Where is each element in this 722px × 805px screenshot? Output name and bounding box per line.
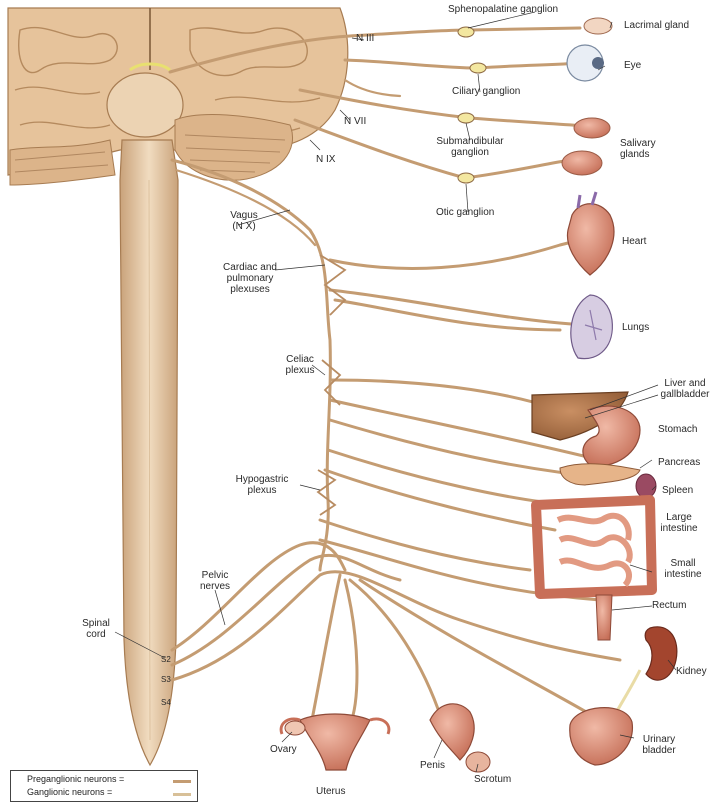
label-stomach: Stomach [658, 424, 697, 435]
salivary-gland-1 [574, 118, 610, 138]
label-lacrimal-gland: Lacrimal gland [624, 20, 689, 31]
label-rectum: Rectum [652, 600, 686, 611]
label-s2: S2 [161, 654, 171, 665]
stomach-shape [583, 406, 640, 466]
label-kidney: Kidney [676, 666, 707, 677]
label-urinary-bladder: Urinary bladder [636, 734, 682, 756]
label-pancreas: Pancreas [658, 457, 700, 468]
legend: Preganglionic neurons = Ganglionic neuro… [10, 770, 198, 802]
label-hypogastric-plexus: Hypogastric plexus [226, 474, 298, 496]
label-n7: N VII [344, 116, 366, 127]
legend-preganglionic: Preganglionic neurons = [27, 774, 124, 784]
label-cardiac-pulmonary-plexuses: Cardiac and pulmonary plexuses [212, 262, 288, 295]
ovary-shape [285, 721, 305, 735]
kidney-shape [645, 627, 677, 680]
ganglia [458, 27, 486, 183]
brain [8, 8, 348, 185]
legend-ganglionic-swatch [173, 793, 191, 796]
legend-preganglionic-swatch [173, 780, 191, 783]
label-spinal-cord: Spinal cord [78, 618, 114, 640]
small-intestine-shape [558, 516, 630, 585]
label-celiac-plexus: Celiac plexus [278, 354, 322, 376]
rectum-shape [596, 595, 612, 640]
salivary-gland-2 [562, 151, 602, 175]
label-small-intestine: Small intestine [654, 558, 712, 580]
label-penis: Penis [420, 760, 445, 771]
label-ciliary-ganglion: Ciliary ganglion [452, 86, 520, 97]
label-vagus: Vagus (N X) [224, 210, 264, 232]
label-otic-ganglion: Otic ganglion [436, 207, 494, 218]
urinary-bladder-shape [570, 708, 633, 765]
label-s4: S4 [161, 697, 171, 708]
label-salivary-glands: Salivary glands [620, 138, 676, 160]
heart-shape [567, 204, 613, 275]
large-intestine-shape [536, 500, 652, 594]
label-large-intestine: Large intestine [654, 512, 704, 534]
label-uterus: Uterus [316, 786, 345, 797]
label-lungs: Lungs [622, 322, 649, 333]
lacrimal-gland-shape [584, 18, 612, 34]
label-liver-gallbladder: Liver and gallbladder [652, 378, 718, 400]
legend-ganglionic: Ganglionic neurons = [27, 787, 112, 797]
spleen-shape [636, 474, 656, 498]
label-ovary: Ovary [270, 744, 297, 755]
label-scrotum: Scrotum [474, 774, 511, 785]
label-n9: N IX [316, 154, 335, 165]
label-sphenopalatine-ganglion: Sphenopalatine ganglion [448, 4, 558, 15]
brainstem-pons [107, 73, 183, 137]
scrotum-shape [466, 752, 490, 772]
label-spleen: Spleen [662, 485, 693, 496]
uterus-shape [300, 714, 370, 770]
label-submandibular-ganglion: Submandibular ganglion [420, 136, 520, 158]
spinal-cord [120, 140, 178, 765]
label-n3: N III [356, 33, 374, 44]
pancreas-shape [560, 464, 640, 485]
label-pelvic-nerves: Pelvic nerves [194, 570, 236, 592]
label-heart: Heart [622, 236, 646, 247]
label-s3: S3 [161, 674, 171, 685]
label-eye: Eye [624, 60, 641, 71]
